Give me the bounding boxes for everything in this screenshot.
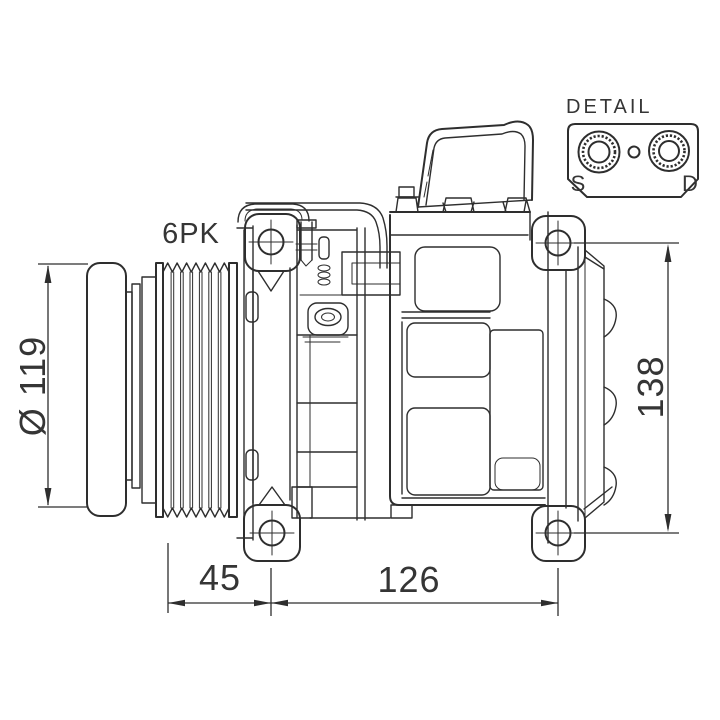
front-top-ear [244, 213, 301, 272]
mount-spacing-value: 126 [377, 559, 440, 600]
rear-cover-bumps [603, 298, 617, 506]
valve-block [341, 251, 401, 296]
front-top-crosshair [248, 219, 294, 265]
pulley-grooves [170, 271, 222, 509]
fin-hatch [423, 149, 434, 198]
control-valve-cluster [295, 219, 401, 343]
rear-cover [577, 246, 617, 522]
rear-bottom-crosshair [535, 510, 581, 556]
top-bolt [398, 186, 415, 198]
center-pin-hole-icon [627, 145, 641, 159]
rear-bracket [531, 211, 617, 562]
top-rail-tube [245, 202, 388, 269]
rib-zigzag-bottom [162, 507, 230, 518]
top-bracket-fin [417, 120, 534, 213]
detail-title: DETAIL [566, 96, 653, 118]
rib-zigzag-top [162, 262, 230, 273]
bolt-boss [307, 302, 349, 336]
dimension-bottom: 45 126 [167, 543, 559, 616]
suction-port-icon [577, 130, 621, 174]
body-foot [390, 504, 413, 519]
hub-rings [125, 276, 157, 504]
suction-port-label: S [571, 171, 586, 196]
clutch-front-plate [86, 262, 127, 517]
pulley-back-strip [236, 225, 259, 541]
detail-inset: DETAIL S D [566, 96, 699, 198]
body-recess-top [414, 246, 501, 312]
pulley-type-label: 6PK [162, 218, 220, 250]
front-offset-value: 45 [199, 557, 241, 598]
dimension-mount-height: 138 [574, 242, 679, 534]
body-top-tabs [395, 197, 531, 213]
compressor-body [389, 186, 546, 519]
valve-pin [318, 236, 330, 260]
rear-top-crosshair [535, 220, 581, 266]
body-recess-mid [406, 322, 491, 378]
body-right-block [489, 329, 544, 491]
belt-pulley [155, 262, 238, 518]
body-recess-bottom [406, 407, 491, 496]
valve-spring [317, 264, 331, 286]
discharge-port-label: D [682, 171, 698, 196]
pulley-diameter-value: Ø 119 [12, 336, 53, 436]
front-bracket [237, 203, 310, 562]
pulley-assembly [86, 225, 259, 541]
detail-box [567, 123, 699, 198]
discharge-port-icon [648, 130, 690, 172]
front-bottom-crosshair [249, 510, 295, 556]
mid-section [245, 202, 401, 521]
dimension-pulley-diameter: Ø 119 [12, 263, 88, 508]
front-collar [237, 203, 310, 223]
front-plate-edges [252, 224, 298, 519]
mount-height-value: 138 [630, 355, 671, 418]
front-bottom-ear [243, 504, 301, 562]
